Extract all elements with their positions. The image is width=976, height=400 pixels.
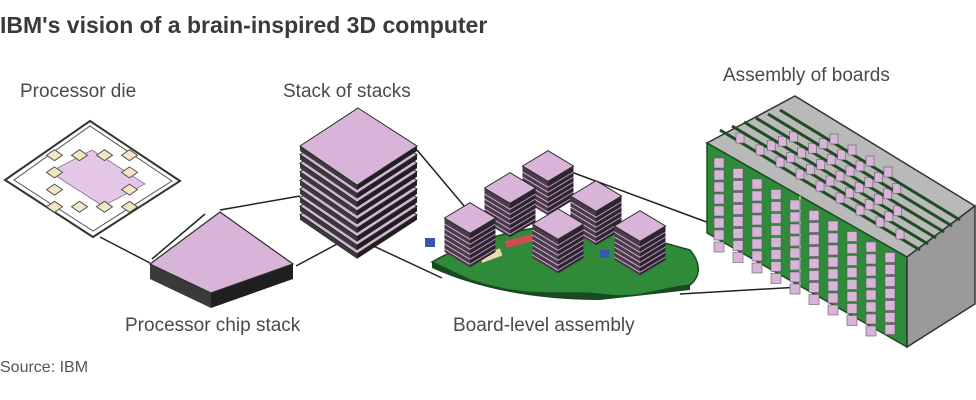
- source-note: Source: IBM: [0, 359, 89, 376]
- label-board-level-assembly: Board-level assembly: [453, 315, 635, 336]
- stack-of-stacks-graphic: [299, 107, 418, 259]
- processor-die-graphic: [3, 119, 182, 239]
- assembly-of-boards-graphic: [705, 95, 976, 349]
- label-processor-die: Processor die: [20, 81, 137, 102]
- board-level-assembly-graphic: [425, 150, 699, 300]
- label-stack-of-stacks: Stack of stacks: [283, 81, 411, 102]
- processor-chip-stack-graphic: [148, 211, 295, 308]
- label-processor-chip-stack: Processor chip stack: [125, 315, 301, 336]
- label-assembly-of-boards: Assembly of boards: [723, 65, 890, 86]
- diagram-title: IBM's vision of a brain-inspired 3D comp…: [0, 12, 488, 38]
